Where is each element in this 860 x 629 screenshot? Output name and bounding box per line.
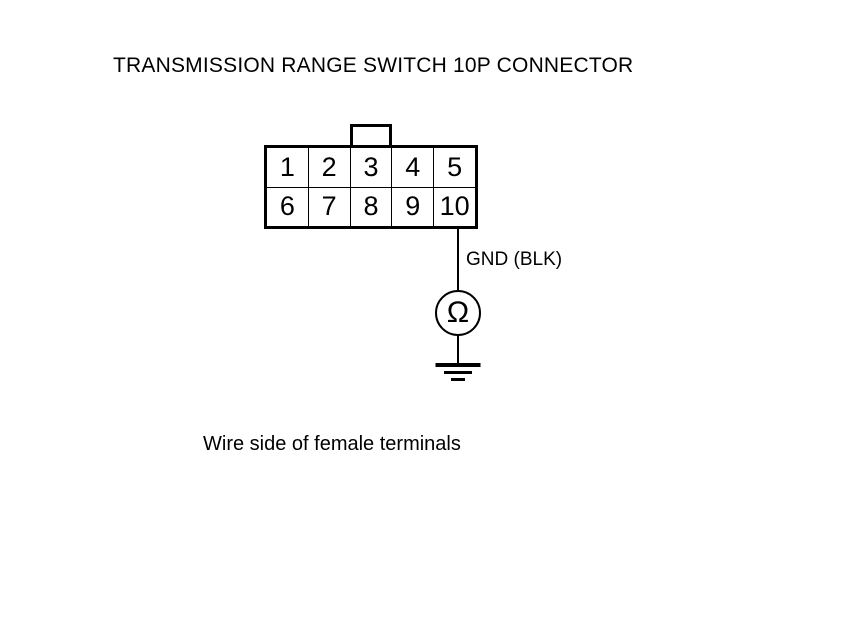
pin-cell-3[interactable]: 3 [351, 148, 393, 187]
ground-wire-upper-segment [457, 228, 459, 291]
pin-cell-5[interactable]: 5 [447, 151, 463, 182]
pin-cell-9[interactable]: 9 [392, 187, 435, 226]
pin-cell-2[interactable]: 2 [309, 148, 351, 187]
earth-ground-icon [430, 363, 486, 385]
pin-cell-1[interactable]: 1 [267, 148, 309, 187]
view-caption: Wire side of female terminals [203, 433, 461, 455]
ground-wire-lower-segment [457, 334, 459, 366]
ground-bar-3 [451, 378, 465, 381]
ground-wire-label: GND (BLK) [466, 249, 563, 270]
page-title: TRANSMISSION RANGE SWITCH 10P CONNECTOR [113, 54, 634, 77]
connector-assembly: 1 2 3 4 5 6 7 8 9 10 [264, 124, 478, 229]
connector-pin-grid: 1 2 3 4 5 6 7 8 9 10 [264, 145, 478, 229]
pin-cell-7[interactable]: 7 [309, 187, 351, 226]
pin-row-bottom: 6 7 8 9 10 [267, 187, 475, 226]
ohmmeter-icon: Ω [435, 290, 481, 336]
pin-cell-8[interactable]: 8 [351, 187, 393, 226]
ground-bar-2 [444, 371, 472, 374]
connector-locking-tab-icon [350, 124, 392, 146]
pin-row-top: 1 2 3 4 5 [267, 148, 475, 188]
pin-cell-10[interactable]: 10 [439, 191, 470, 222]
ohm-symbol: Ω [446, 295, 470, 329]
pin-cell-6[interactable]: 6 [267, 187, 309, 226]
ground-bar-1 [435, 363, 481, 367]
pin-cell-4[interactable]: 4 [392, 148, 435, 187]
